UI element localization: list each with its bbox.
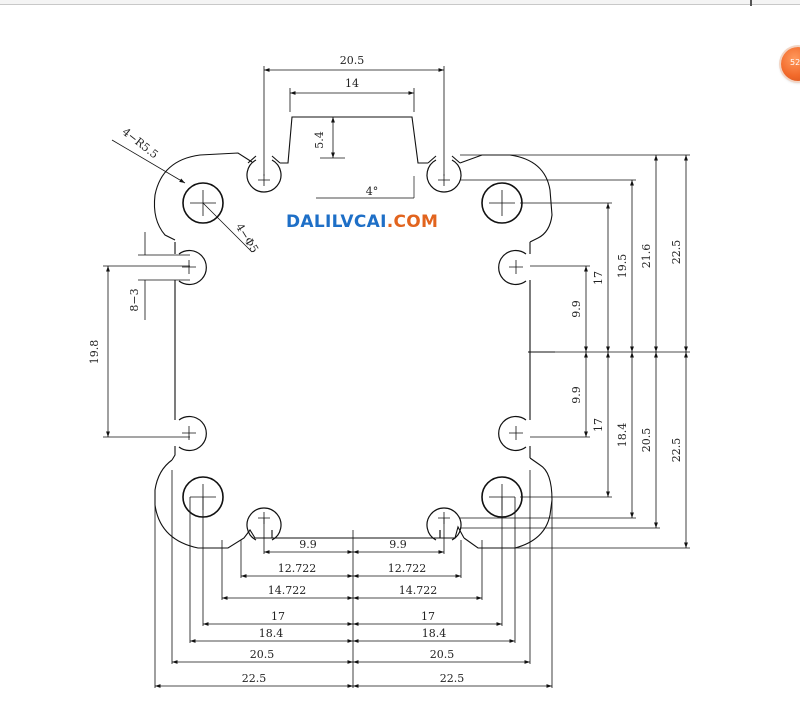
slot-left-bot	[178, 415, 207, 452]
dim-r-99-bot: 9.9	[570, 386, 583, 404]
slot-top-right	[426, 159, 462, 193]
dim-b-12722-right: 12.722	[388, 562, 427, 575]
dim-b-17-right: 17	[421, 610, 435, 623]
dim-chamfer: 4°	[366, 185, 379, 198]
dim-hole-dia: 4−Φ5	[233, 221, 261, 255]
hole-tl	[182, 182, 224, 224]
dim-r-17-top: 17	[592, 271, 605, 285]
dim-top-outer: 20.5	[340, 54, 365, 67]
slots	[178, 159, 527, 541]
dim-top-inner: 14	[345, 77, 359, 90]
dim-top-height: 5.4	[313, 131, 326, 149]
holes	[182, 182, 523, 518]
profile-outline	[153, 116, 555, 549]
dim-b-14722-left: 14.722	[268, 584, 307, 597]
dim-r-225-top: 22.5	[670, 240, 683, 265]
dim-b-99-left: 9.9	[299, 538, 317, 551]
dim-b-225-right: 22.5	[440, 672, 465, 685]
dim-b-12722-left: 12.722	[278, 562, 317, 575]
badge-label: 52	[790, 58, 800, 67]
watermark-domain: .COM	[386, 212, 439, 232]
watermark-name: DALILVCAI	[286, 212, 387, 232]
dim-b-184-left: 18.4	[259, 627, 284, 640]
top-bar	[0, 0, 800, 6]
dim-r-184: 18.4	[616, 423, 629, 448]
dim-b-99-right: 9.9	[389, 538, 407, 551]
dim-b-184-right: 18.4	[422, 627, 447, 640]
dimension-lines	[103, 66, 690, 688]
dim-r-225-bot: 22.5	[670, 438, 683, 463]
dimension-texts: 20.5 14 5.4 4° 4−R5.5 4−Φ5 8−3 19.8 9.9 …	[88, 54, 683, 685]
slot-top-left	[246, 159, 282, 193]
watermark: DALILVCAI.COM	[286, 212, 438, 232]
dim-r-99-top: 9.9	[570, 300, 583, 318]
dim-b-17-left: 17	[271, 610, 285, 623]
dim-left-span: 19.8	[88, 340, 101, 365]
dim-r-205: 20.5	[640, 428, 653, 453]
slot-bot-left	[246, 507, 282, 541]
dim-b-205-left: 20.5	[250, 648, 275, 661]
dim-b-205-right: 20.5	[430, 648, 455, 661]
slot-bot-right	[426, 507, 462, 541]
slot-left-top	[178, 249, 207, 286]
dim-r-195: 19.5	[616, 254, 629, 279]
slot-right-bot	[498, 415, 527, 452]
top-bar-mark	[750, 0, 752, 6]
dim-corner-radius: 4−R5.5	[120, 125, 161, 161]
dim-b-14722-right: 14.722	[399, 584, 438, 597]
dim-r-216: 21.6	[640, 244, 653, 269]
dim-b-225-left: 22.5	[242, 672, 267, 685]
floating-badge[interactable]: 52	[781, 47, 800, 81]
slot-right-top	[498, 249, 527, 286]
dim-slot: 8−3	[128, 288, 141, 311]
dim-r-17-bot: 17	[592, 418, 605, 432]
